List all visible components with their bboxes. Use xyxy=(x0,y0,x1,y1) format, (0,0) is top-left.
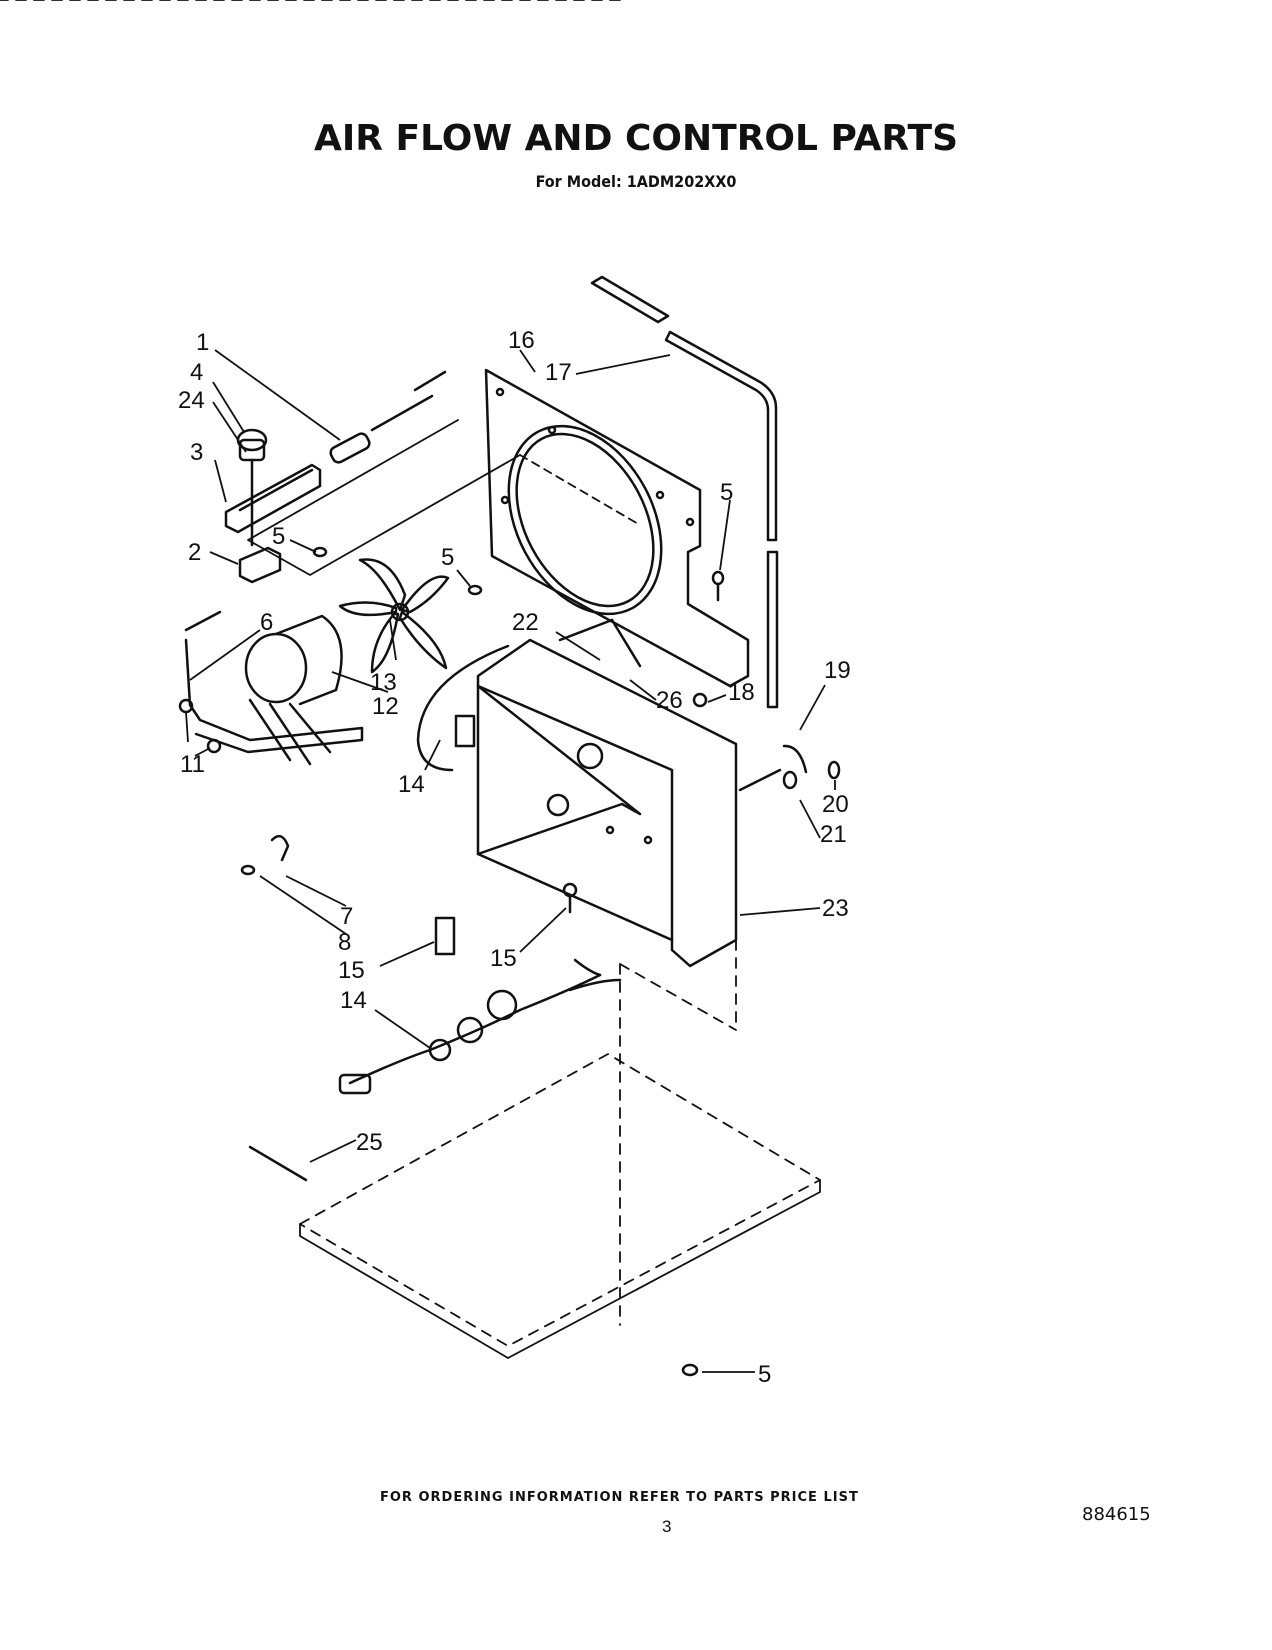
callout-labels: 1 4 24 3 2 5 5 5 6 13 12 11 14 16 17 22 … xyxy=(178,327,851,1388)
callout-24: 24 xyxy=(178,387,205,414)
screw-part-5 xyxy=(312,546,725,1377)
base-housing-part-23 xyxy=(476,638,738,968)
callout-26: 26 xyxy=(656,687,683,714)
callout-5a: 5 xyxy=(272,523,285,550)
callout-5b: 5 xyxy=(441,544,454,571)
page-number: 3 xyxy=(662,1517,672,1536)
ordering-note: FOR ORDERING INFORMATION REFER TO PARTS … xyxy=(380,1490,859,1505)
switch-part-2 xyxy=(238,546,282,584)
relay-part-13 xyxy=(434,916,456,956)
leader-lines xyxy=(185,349,836,1373)
callout-15: 15 xyxy=(490,945,517,972)
callout-2: 2 xyxy=(188,539,201,566)
gasket-strip-part-17 xyxy=(590,275,779,709)
callout-5d: 5 xyxy=(758,1361,771,1388)
callout-10: 12 xyxy=(372,693,399,720)
callout-5c: 5 xyxy=(720,479,733,506)
callout-4: 4 xyxy=(190,359,203,386)
document-number: 884615 xyxy=(1082,1504,1151,1525)
bracket-part-22 xyxy=(558,618,642,668)
screw-part-15 xyxy=(562,882,578,914)
callout-13: 15 xyxy=(338,957,365,984)
callout-23: 23 xyxy=(822,895,849,922)
fan-motor-part-10 xyxy=(244,614,343,766)
callout-14: 14 xyxy=(340,987,367,1014)
switch-bracket-part-3 xyxy=(224,463,322,534)
thermostat-part-1 xyxy=(329,370,447,464)
callout-20: 20 xyxy=(822,791,849,818)
fan-blade-part-11 xyxy=(338,558,450,674)
callout-3: 3 xyxy=(190,439,203,466)
capacitor-part-12 xyxy=(416,644,510,772)
callout-1: 1 xyxy=(196,329,209,356)
callout-25: 25 xyxy=(356,1129,383,1156)
callout-6: 6 xyxy=(260,609,273,636)
base-pan xyxy=(0,0,821,1347)
callout-22: 22 xyxy=(512,609,539,636)
callout-7: 7 xyxy=(340,903,353,930)
callout-11: 13 xyxy=(370,669,397,696)
model-subtitle: For Model: 1ADM202XX0 xyxy=(535,172,737,191)
callout-17: 17 xyxy=(545,359,572,386)
callout-12: 14 xyxy=(398,771,425,798)
callout-9: 11 xyxy=(180,751,205,778)
callout-8: 8 xyxy=(338,929,351,956)
page-title: AIR FLOW AND CONTROL PARTS xyxy=(313,118,959,159)
callout-18: 18 xyxy=(728,679,755,706)
base-pan-rim xyxy=(299,1179,821,1359)
clamp-part-7 xyxy=(240,834,290,876)
callout-21: 21 xyxy=(820,821,847,848)
callout-16: 16 xyxy=(508,327,535,354)
fan-shroud-part-16 xyxy=(484,368,750,688)
callout-19: 19 xyxy=(824,657,851,684)
strip-part-25 xyxy=(248,1145,308,1182)
damper-parts xyxy=(692,692,841,792)
power-cord-part-14 xyxy=(338,958,622,1095)
